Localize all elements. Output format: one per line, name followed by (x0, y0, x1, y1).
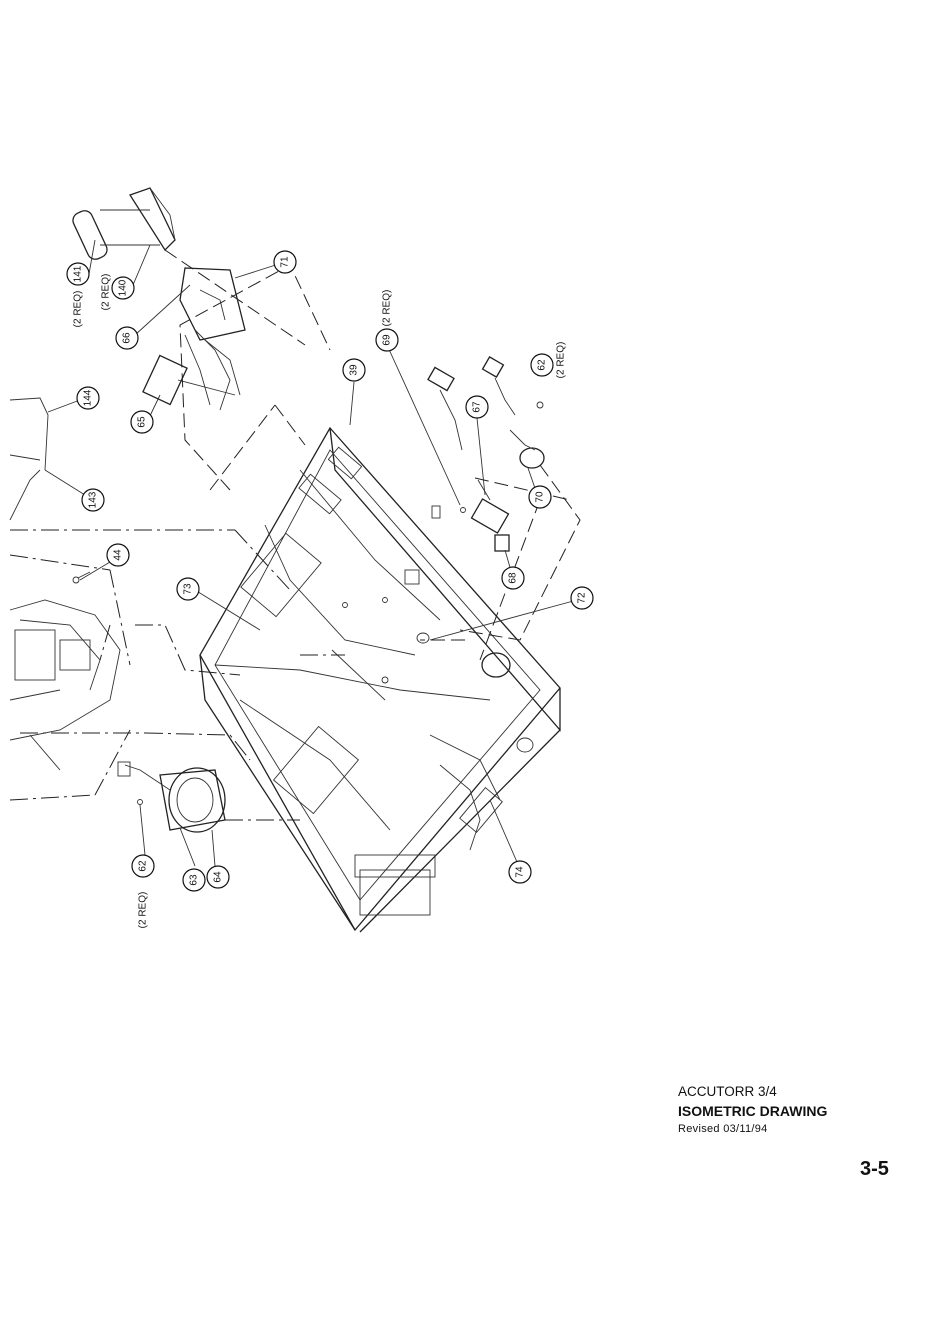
callout-140-label: 140 (118, 279, 129, 296)
callout-62-top: 62 (2 REQ) (531, 342, 567, 379)
callout-63: 63 (183, 869, 205, 891)
callout-62-bottom-note: (2 REQ) (138, 892, 149, 929)
speaker-assembly (118, 762, 225, 832)
callout-140: 140 (2 REQ) (101, 274, 135, 311)
callout-67-label: 67 (472, 401, 483, 413)
callout-73: 73 (177, 578, 199, 600)
callout-69: 69 (2 REQ) (376, 290, 398, 351)
callout-72-label: 72 (577, 592, 588, 604)
callout-39-label: 39 (349, 364, 360, 376)
isometric-drawing: 141 (2 REQ) 140 (2 REQ) 71 66 65 144 143… (0, 0, 950, 1000)
callout-70: 70 (529, 486, 551, 508)
bracket-assembly (70, 188, 245, 410)
callout-72: 72 (571, 587, 593, 609)
page-number: 3-5 (860, 1158, 889, 1181)
callout-39: 39 (343, 359, 365, 381)
front-assembly (10, 572, 120, 770)
callout-62-bottom-label: 62 (138, 860, 149, 872)
callout-68-label: 68 (508, 572, 519, 584)
callout-66-label: 66 (122, 332, 133, 344)
callout-68: 68 (502, 567, 524, 589)
callout-143: 143 (82, 489, 104, 511)
cable-parts (428, 357, 544, 551)
callout-143-label: 143 (88, 491, 99, 508)
callout-141: 141 (2 REQ) (67, 263, 89, 327)
callout-44-label: 44 (113, 549, 124, 561)
callout-69-note: (2 REQ) (382, 290, 393, 327)
callout-65-label: 65 (137, 416, 148, 428)
callout-141-note: (2 REQ) (73, 291, 84, 328)
callout-141-label: 141 (73, 265, 84, 282)
callout-73-label: 73 (183, 583, 194, 595)
callout-70-label: 70 (535, 491, 546, 503)
panels-143-144 (10, 398, 48, 520)
callout-69-label: 69 (382, 334, 393, 346)
callout-64-label: 64 (213, 871, 224, 883)
callout-62-top-note: (2 REQ) (556, 342, 567, 379)
callout-74: 74 (509, 861, 531, 883)
callout-44: 44 (107, 544, 129, 566)
callout-65: 65 (131, 411, 153, 433)
revision-date: Revised 03/11/94 (678, 1121, 918, 1137)
product-name: ACCUTORR 3/4 (678, 1083, 918, 1101)
callout-144: 144 (77, 387, 99, 409)
callout-66: 66 (116, 327, 138, 349)
title-block: ACCUTORR 3/4 ISOMETRIC DRAWING Revised 0… (678, 1083, 918, 1137)
callout-144-label: 144 (83, 389, 94, 406)
callout-71-label: 71 (280, 256, 291, 268)
callout-74-label: 74 (515, 866, 526, 878)
callout-71: 71 (274, 251, 296, 273)
callout-64: 64 (207, 866, 229, 888)
callout-140-note: (2 REQ) (101, 274, 112, 311)
callout-62-bottom: 62 (2 REQ) (132, 855, 154, 928)
callout-63-label: 63 (189, 874, 200, 886)
callout-62-top-label: 62 (537, 359, 548, 371)
callout-67: 67 (466, 396, 488, 418)
document-title: ISOMETRIC DRAWING (678, 1101, 918, 1121)
chassis-39 (200, 428, 560, 932)
